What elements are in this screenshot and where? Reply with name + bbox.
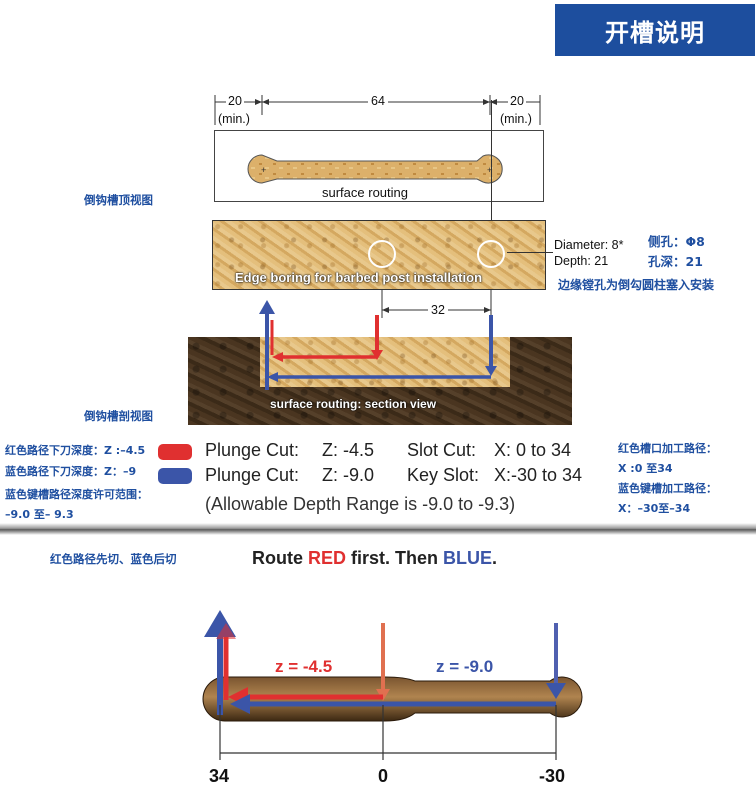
dim-left-sub: (min.) xyxy=(218,112,250,126)
top-view-board: + + xyxy=(214,130,544,202)
z-blue-label: z = -9.0 xyxy=(436,657,494,676)
legend-right-line-2: X :0 至34 xyxy=(618,462,673,475)
dim-left: 20 xyxy=(226,94,244,108)
red-swatch xyxy=(158,444,192,460)
side-hole-label: 侧孔：Φ8 xyxy=(648,234,705,249)
legend-right-line-3: 蓝色键槽加工路径： xyxy=(618,482,717,495)
page-title: 开槽说明 xyxy=(555,4,755,56)
diameter-leader xyxy=(507,252,553,253)
route-text-b: first. Then xyxy=(346,548,444,568)
bore-hole-left xyxy=(368,240,396,268)
legend-left-line-1: 红色路径下刀深度：Z :–4.5 xyxy=(5,444,146,457)
bottom-slot-diagram xyxy=(202,610,583,760)
depth-range-note: (Allowable Depth Range is -9.0 to -9.3) xyxy=(205,494,516,514)
red-slot-value: X: 0 to 34 xyxy=(494,440,572,460)
red-plunge-value: Z: -4.5 xyxy=(322,440,375,460)
depth-label: Depth: 21 xyxy=(554,254,609,268)
legend-right-line-1: 红色槽口加工路径： xyxy=(618,442,717,455)
edge-view-caption: Edge boring for barbed post installation xyxy=(235,270,483,285)
dim-middle: 64 xyxy=(368,94,388,108)
section-toolpaths xyxy=(259,300,497,390)
route-text-red: RED xyxy=(308,548,347,568)
blue-plunge-label: Plunge Cut: xyxy=(205,465,300,485)
hole-depth-label: 孔深：21 xyxy=(648,254,703,269)
route-text-a: Route xyxy=(252,548,308,568)
route-text-c: . xyxy=(492,548,498,568)
z-red-label: z = -4.5 xyxy=(275,657,333,676)
section-view-caption: surface routing: section view xyxy=(270,397,437,411)
section-view-label: 倒钩槽剖视图 xyxy=(84,409,153,423)
diameter-label: Diameter: 8* xyxy=(554,238,624,252)
route-order-text: Route RED first. Then BLUE. xyxy=(252,548,497,569)
svg-text:+: + xyxy=(487,165,492,175)
x-label-34: 34 xyxy=(209,766,230,786)
x-label-0: 0 xyxy=(378,766,389,786)
red-slot-label: Slot Cut: xyxy=(407,440,477,460)
blue-plunge-value: Z: -9.0 xyxy=(322,465,375,485)
route-order-cn: 红色路径先切、蓝色后切 xyxy=(50,552,177,566)
top-view-caption: surface routing xyxy=(322,185,408,200)
blue-slot-value: X:-30 to 34 xyxy=(494,465,583,485)
legend-right-line-4: X：–30至–34 xyxy=(618,502,691,515)
legend-left-line-2: 蓝色路径下刀深度：Z：–9 xyxy=(5,465,137,478)
bore-hole-right xyxy=(477,240,505,268)
route-text-blue: BLUE xyxy=(443,548,493,568)
edge-note: 边缘镗孔为倒勾圆柱塞入安装 xyxy=(558,278,715,292)
dim-right-sub: (min.) xyxy=(500,112,532,126)
legend-left-line-3: 蓝色键槽路径深度许可范围： xyxy=(5,488,148,501)
section-divider xyxy=(0,523,756,535)
blue-swatch xyxy=(158,468,192,484)
svg-text:+: + xyxy=(261,165,266,175)
red-plunge-label: Plunge Cut: xyxy=(205,440,300,460)
top-view-label: 倒钩槽顶视图 xyxy=(84,193,153,207)
legend-left-line-4: –9.0 至– 9.3 xyxy=(5,508,74,521)
spacing-label: 32 xyxy=(428,303,448,317)
x-label-minus30: -30 xyxy=(539,766,566,786)
blue-slot-label: Key Slot: xyxy=(407,465,480,485)
guide-line xyxy=(491,100,492,270)
keyhole-slot-top: + + xyxy=(247,154,503,184)
dim-right: 20 xyxy=(508,94,526,108)
